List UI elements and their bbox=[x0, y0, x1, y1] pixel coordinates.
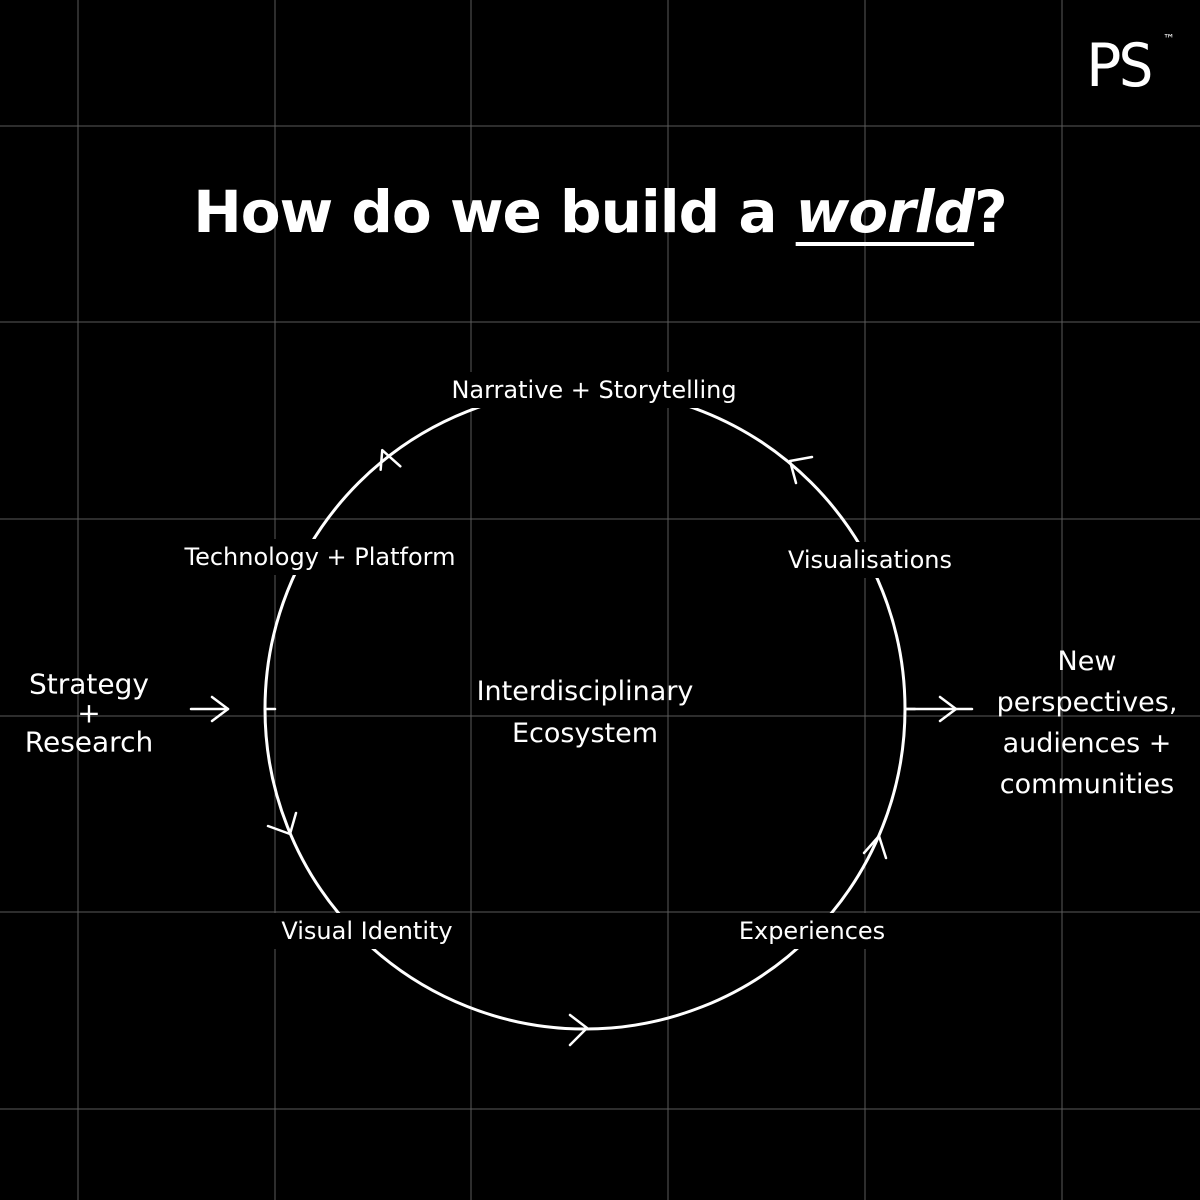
center-line-1: Interdisciplinary bbox=[476, 676, 694, 707]
center-label: Interdisciplinary Ecosystem bbox=[425, 671, 745, 755]
ps-logo: PS bbox=[1086, 31, 1154, 101]
input-line-3: Research bbox=[24, 725, 154, 759]
output-line-3: audiences + bbox=[1002, 728, 1172, 759]
trademark-symbol: ™ bbox=[1163, 32, 1175, 46]
node-experiences: Experiences bbox=[730, 913, 894, 949]
node-narrative-storytelling: Narrative + Storytelling bbox=[443, 372, 745, 408]
center-line-2: Ecosystem bbox=[511, 718, 659, 749]
input-arrow bbox=[189, 695, 230, 723]
output-arrow bbox=[903, 695, 974, 723]
node-visual-identity: Visual Identity bbox=[273, 913, 461, 949]
output-line-1: New bbox=[1057, 646, 1117, 677]
cycle-arrow-top-left bbox=[379, 448, 402, 471]
input-line-2: + bbox=[77, 696, 101, 730]
page-title: How do we build a world? bbox=[0, 178, 1200, 246]
output-line-4: communities bbox=[999, 769, 1175, 800]
output-line-2: perspectives, bbox=[996, 687, 1178, 718]
cycle-arrow-bottom bbox=[568, 1013, 589, 1047]
cycle-arrow-top-right bbox=[788, 455, 814, 485]
cycle-arrow-bottom-right bbox=[862, 834, 888, 860]
input-label: Strategy + Research bbox=[4, 670, 174, 757]
output-label: New perspectives, audiences + communitie… bbox=[982, 641, 1192, 805]
node-technology-platform: Technology + Platform bbox=[176, 539, 464, 575]
input-line-1: Strategy bbox=[29, 667, 149, 701]
cycle-arrow-left bbox=[266, 811, 298, 836]
title-emphasis: world bbox=[795, 178, 975, 246]
title-suffix: ? bbox=[974, 178, 1008, 246]
title-text: How do we build a bbox=[193, 178, 796, 246]
node-visualisations: Visualisations bbox=[779, 542, 961, 578]
